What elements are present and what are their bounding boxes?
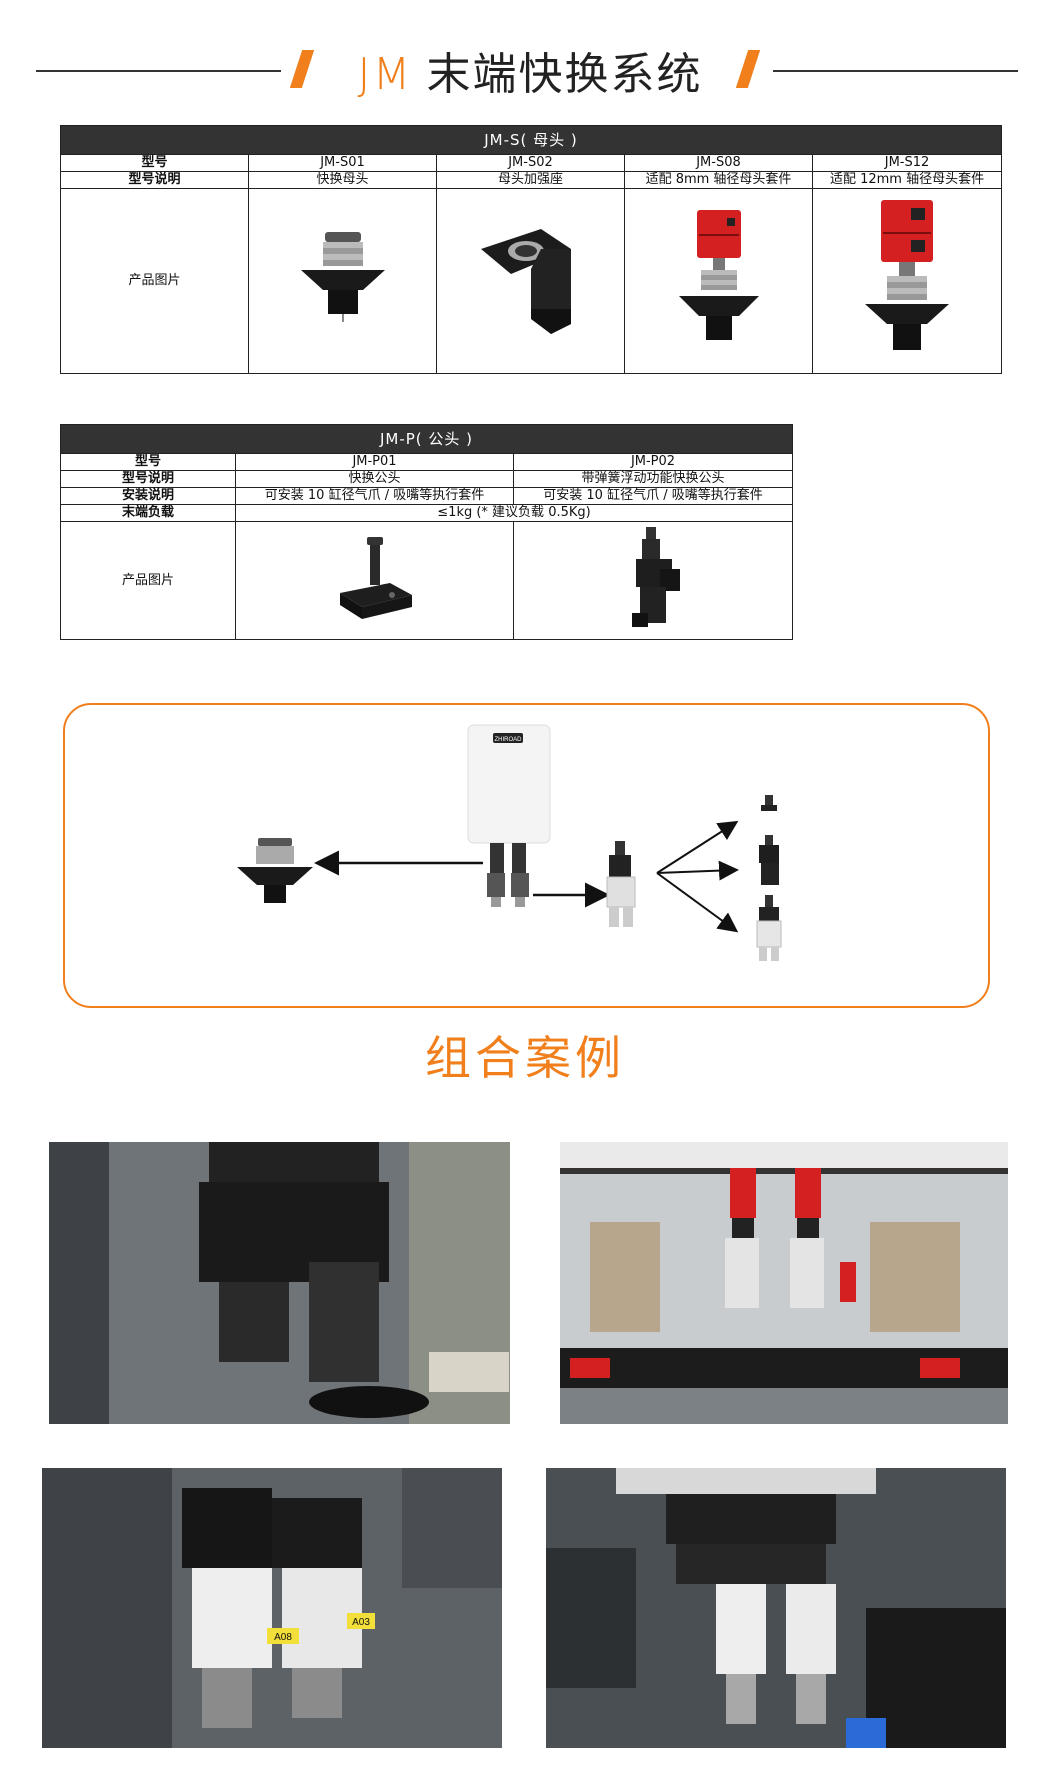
floating-male-head-image (632, 527, 680, 627)
desc-cell: 母头加强座 (436, 171, 625, 189)
load-cell: ≤1kg (* 建议负载 0.5Kg) (235, 504, 793, 522)
label-a08: A08 (274, 1632, 292, 1643)
row-label-model: 型号 (60, 154, 249, 172)
system-diagram: ZHIROAD (63, 703, 990, 1008)
diagram-male-gripper (606, 841, 636, 927)
male-table-caption: JM-P( 公头 ) (60, 424, 793, 454)
kit-12mm-image (865, 200, 949, 350)
diagram-option-nozzle (761, 795, 777, 811)
model-cell: JM-S02 (436, 154, 625, 172)
header-rule-right (773, 70, 1018, 72)
model-cell: JM-P01 (235, 453, 514, 471)
desc-cell: 快换母头 (248, 171, 437, 189)
diagram-option-gripper (756, 895, 782, 961)
product-image-jm-p02 (513, 521, 793, 640)
model-cell: JM-S12 (811, 154, 1003, 172)
product-image-jm-s01 (248, 188, 437, 374)
male-head-image (339, 537, 412, 619)
install-cell: 可安装 10 缸径气爪 / 吸嘴等执行套件 (513, 487, 793, 505)
product-image-jm-s08 (624, 188, 813, 374)
product-image-jm-p01 (235, 521, 514, 640)
kit-8mm-image (678, 209, 759, 340)
row-label-image: 产品图片 (60, 521, 236, 640)
page-title-text: 末端快换系统 (426, 49, 703, 100)
desc-cell: 带弹簧浮动功能快换公头 (513, 470, 793, 488)
product-image-jm-s12 (811, 188, 1003, 374)
diagram-option-p02 (759, 835, 779, 885)
diagram-robot: ZHIROAD (467, 724, 551, 907)
diagram-female-head (237, 838, 313, 903)
page-title-brand: JM (357, 49, 413, 100)
reinforcement-seat-image (480, 228, 571, 334)
diagram-arrow-mid (656, 860, 739, 881)
diagram-canvas: ZHIROAD (237, 724, 782, 961)
case-photo-2 (560, 1142, 1008, 1424)
header-slash-right (735, 50, 761, 88)
product-image-jm-s02 (436, 188, 625, 374)
label-a03: A03 (352, 1617, 370, 1628)
male-spec-table: JM-P( 公头 ) 型号 JM-P01 JM-P02 型号说明 快换公头 带弹… (60, 424, 793, 640)
diagram-arrow-up (656, 820, 739, 874)
model-cell: JM-P02 (513, 453, 793, 471)
desc-cell: 快换公头 (235, 470, 514, 488)
row-label-desc: 型号说明 (60, 470, 236, 488)
row-label-image: 产品图片 (60, 188, 249, 374)
row-label-load: 末端负载 (60, 504, 236, 522)
diagram-arrow-down (656, 872, 739, 933)
desc-cell: 适配 12mm 轴径母头套件 (811, 171, 1003, 189)
female-table-caption: JM-S( 母头 ) (59, 125, 1003, 155)
robot-brand-label: ZHIROAD (495, 737, 523, 743)
combo-section-title: 组合案例 (425, 1031, 625, 1085)
desc-cell: 适配 8mm 轴径母头套件 (624, 171, 813, 189)
row-label-desc: 型号说明 (60, 171, 249, 189)
case-photo-1 (49, 1142, 510, 1424)
model-cell: JM-S01 (248, 154, 437, 172)
female-spec-table: JM-S( 母头 ) 型号 JM-S01 JM-S02 JM-S08 JM-S1… (59, 125, 1003, 374)
model-cell: JM-S08 (624, 154, 813, 172)
header-rule-left (36, 70, 281, 72)
case-photo-4 (546, 1468, 1006, 1748)
case-photo-3: A08 A03 (42, 1468, 502, 1748)
header-slash-left (289, 50, 315, 88)
install-cell: 可安装 10 缸径气爪 / 吸嘴等执行套件 (235, 487, 514, 505)
row-label-model: 型号 (60, 453, 236, 471)
female-head-image (300, 231, 385, 322)
page-title: JM 末端快换系统 (330, 38, 730, 102)
row-label-install: 安装说明 (60, 487, 236, 505)
